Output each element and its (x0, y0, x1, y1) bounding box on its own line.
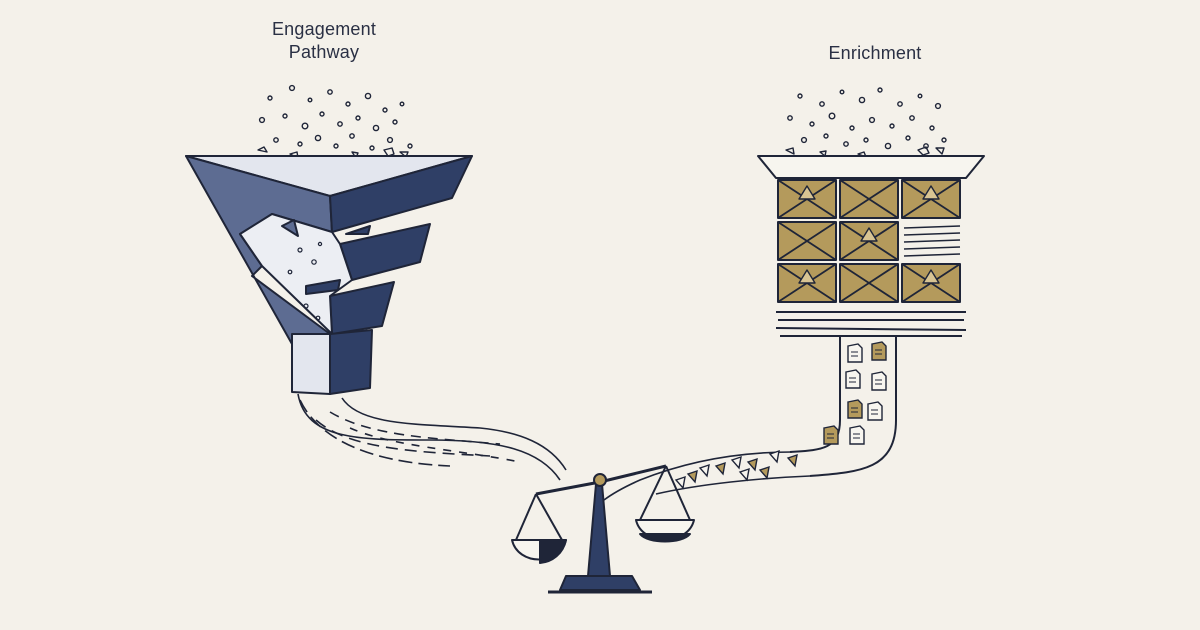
document-chip (845, 369, 861, 389)
enrichment-documents (823, 341, 887, 445)
right-particles (785, 87, 947, 158)
document-chip (847, 399, 863, 419)
grid-cell (839, 263, 899, 303)
enrichment-stream (603, 451, 811, 501)
fragment-chip (730, 455, 742, 470)
balance-scale-icon (511, 464, 695, 594)
fragment-chip (674, 475, 686, 490)
document-chip (867, 401, 883, 421)
grid-cell (839, 221, 899, 261)
enrichment-label: Enrichment (828, 43, 922, 63)
grid-cell (901, 179, 961, 219)
enrichment-fragments (674, 449, 798, 490)
enrichment-grid (777, 179, 961, 303)
left-particles (257, 84, 413, 162)
document-chip (849, 425, 865, 445)
document-chip (847, 343, 863, 363)
grid-cell (777, 179, 837, 219)
grid-cell (901, 263, 961, 303)
document-chip (871, 371, 887, 391)
fragment-chip (698, 463, 710, 478)
engagement-pathway-label-line-1: Engagement (271, 19, 377, 39)
fragment-chip (738, 467, 750, 482)
fragment-chip (768, 449, 780, 464)
fragment-chip (786, 453, 798, 468)
fragment-chip (686, 469, 698, 484)
grid-cell (903, 225, 961, 257)
fragment-chip (714, 461, 726, 476)
engagement-stream (297, 393, 567, 481)
fragmented-funnel-icon (185, 84, 473, 395)
stacked-grid-hopper-icon (757, 87, 985, 477)
grid-cell (777, 221, 837, 261)
engagement-pathway-label-line-2: Pathway (288, 42, 360, 62)
engagement-pathway-label: Engagement Pathway (234, 18, 414, 64)
fragment-chip (746, 457, 758, 472)
document-chip (871, 341, 887, 361)
fragment-chip (758, 465, 770, 480)
grid-cell (777, 263, 837, 303)
grid-cell (839, 179, 899, 219)
document-chip (823, 425, 839, 445)
